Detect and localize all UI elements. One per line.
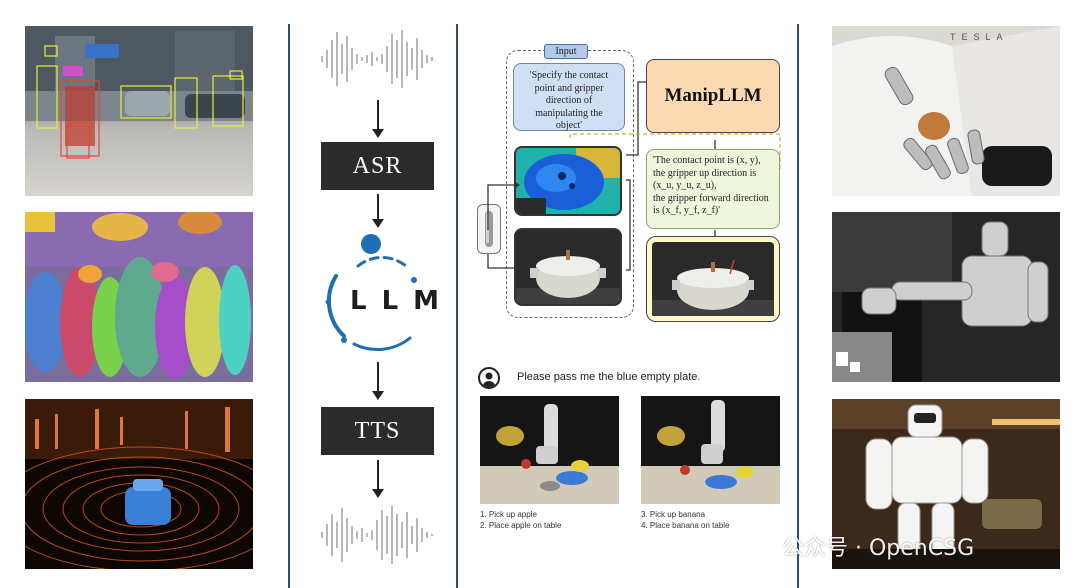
tesla-robot-hand-photo: TESLA bbox=[832, 26, 1060, 196]
output-line-4: the gripper forward direction is (x_f, y… bbox=[653, 192, 769, 217]
step-4: 4. Place banana on table bbox=[641, 521, 730, 530]
asr-label: ASR bbox=[352, 152, 403, 179]
arrow-asr-to-llm bbox=[372, 194, 384, 228]
watermark-text: 公众号 · OpenCSG bbox=[782, 536, 975, 561]
tts-box: TTS bbox=[321, 407, 434, 455]
left-steps: 1. Pick up apple 2. Place apple on table bbox=[480, 509, 561, 531]
divider-right bbox=[797, 24, 799, 588]
arrow-llm-to-tts bbox=[372, 362, 384, 400]
street-detection-photo bbox=[25, 26, 253, 196]
manipllm-model-box: ManipLLM bbox=[646, 59, 780, 133]
output-line-1: 'The contact point is (x, y), bbox=[653, 155, 761, 166]
wechat-logo-icon bbox=[738, 533, 776, 559]
output-line-2: the gripper up direction is bbox=[653, 167, 757, 179]
output-line-3: (x_u, y_u, z_u), bbox=[653, 180, 717, 191]
robot-arm-scene-left bbox=[480, 396, 619, 504]
robot-arm-scene-right bbox=[641, 396, 780, 504]
step-2: 2. Place apple on table bbox=[480, 521, 562, 530]
arrow-wave-to-asr bbox=[372, 100, 384, 138]
input-tag: Input bbox=[544, 44, 588, 59]
tts-label: TTS bbox=[354, 417, 401, 444]
output-audio-waveform bbox=[318, 504, 436, 566]
step-3: 3. Pick up banana bbox=[641, 510, 706, 519]
humanoid-bw-photo bbox=[832, 212, 1060, 382]
divider-middle bbox=[456, 24, 458, 588]
rgb-pot-image bbox=[514, 228, 622, 306]
asr-box: ASR bbox=[321, 142, 434, 190]
llm-letter-3: M bbox=[413, 286, 441, 316]
input-audio-waveform bbox=[318, 28, 436, 90]
right-steps: 3. Pick up banana 4. Place banana on tab… bbox=[641, 509, 730, 531]
depth-image bbox=[514, 146, 622, 216]
tesla-brand-text: TESLA bbox=[950, 32, 1009, 42]
output-text-box: 'The contact point is (x, y), the grippe… bbox=[646, 149, 780, 229]
input-prompt-box: 'Specify the contact point and gripper d… bbox=[513, 63, 625, 131]
divider-left bbox=[288, 24, 290, 588]
user-avatar-icon bbox=[478, 367, 500, 389]
arrow-tts-to-wave bbox=[372, 460, 384, 498]
llm-letter-2: L bbox=[381, 286, 400, 316]
step-1: 1. Pick up apple bbox=[480, 510, 537, 519]
result-pot-image bbox=[646, 236, 780, 322]
lidar-pointcloud-photo bbox=[25, 399, 253, 569]
llm-logo: L L M bbox=[314, 232, 448, 354]
humanoid-kitchen-photo bbox=[832, 399, 1060, 569]
penguin-segmentation-photo bbox=[25, 212, 253, 382]
task-instruction: Please pass me the blue empty plate. bbox=[517, 371, 701, 383]
llm-letter-1: L bbox=[350, 286, 368, 316]
